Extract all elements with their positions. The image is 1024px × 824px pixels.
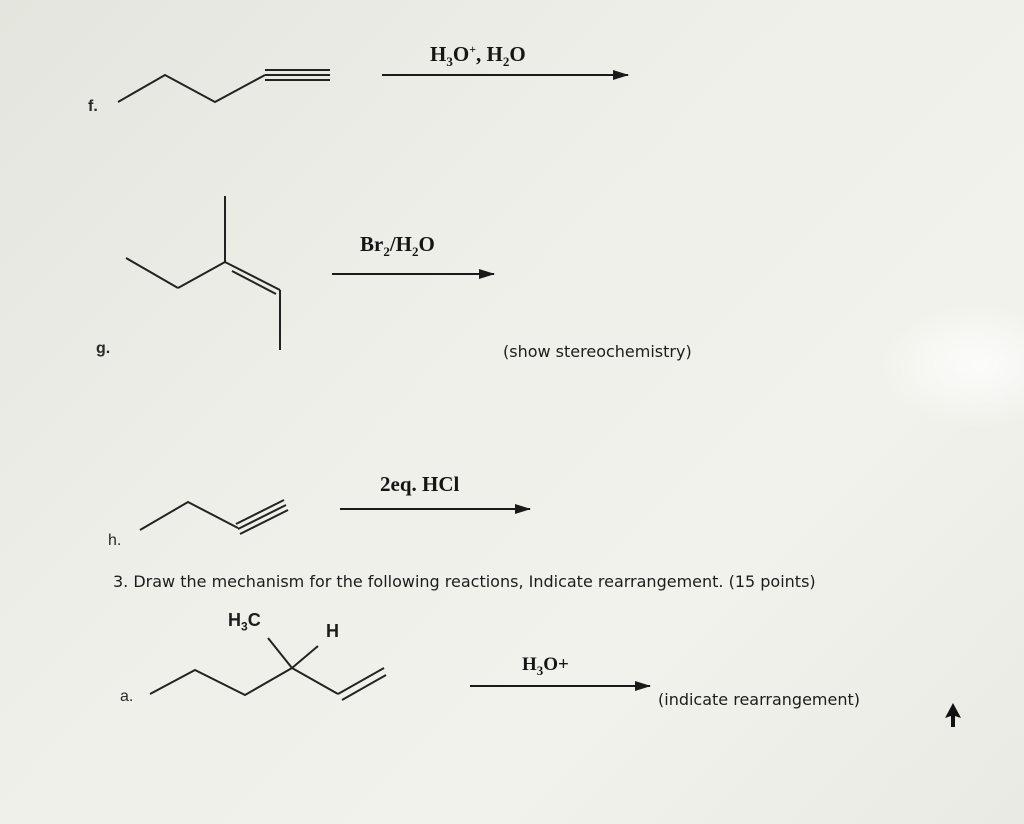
problem-h-label: h. <box>108 532 122 549</box>
show-stereochemistry-note: (show stereochemistry) <box>503 342 692 361</box>
hydrogen-label: H <box>326 621 339 641</box>
problem-f-reagent: H3O+, H2O <box>430 42 526 70</box>
problem-h-reagent: 2eq. HCl <box>380 472 460 496</box>
problem-g-label: g. <box>96 340 111 357</box>
question-3a-label: a. <box>120 688 134 705</box>
question-3-text: 3. Draw the mechanism for the following … <box>113 572 816 591</box>
indicate-rearrangement-note: (indicate rearrangement) <box>658 690 861 709</box>
methyl-group-label: H3C <box>228 610 261 634</box>
alkene-structure-3a <box>149 637 387 701</box>
problem-g-reagent: Br2/H2O <box>360 232 435 260</box>
light-glare <box>874 300 1024 430</box>
mouse-cursor-icon <box>945 703 961 727</box>
alkene-structure-g <box>125 196 281 350</box>
alkyne-structure-f <box>117 69 330 104</box>
alkyne-structure-h <box>139 499 289 535</box>
question-3a-reagent: H3O+ <box>522 654 569 678</box>
problem-f-label: f. <box>88 98 98 115</box>
